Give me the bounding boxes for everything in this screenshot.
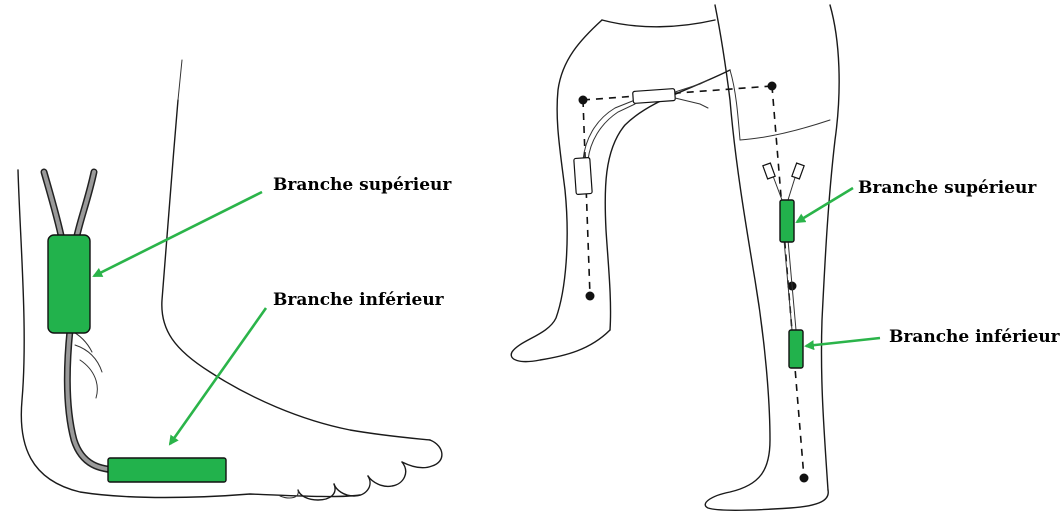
label-lower-branch-right: Branche inférieur: [889, 327, 1060, 347]
label-lower-branch-left: Branche inférieur: [273, 290, 444, 310]
arrow-lower-left: [170, 308, 266, 444]
upper-sensor-band-leg: [780, 200, 794, 242]
left-foot-illustration: [18, 60, 442, 500]
lower-sensor-band: [108, 458, 226, 482]
arrow-upper-left: [94, 192, 262, 276]
label-upper-branch-left: Branche supérieur: [273, 175, 451, 195]
arrow-lower-right: [806, 338, 880, 346]
arrow-upper-right: [797, 188, 853, 222]
upper-sensor-band: [48, 235, 90, 333]
label-upper-branch-right: Branche supérieur: [858, 178, 1036, 198]
right-legs-illustration: [511, 5, 839, 510]
lower-sensor-band-leg: [789, 330, 803, 368]
